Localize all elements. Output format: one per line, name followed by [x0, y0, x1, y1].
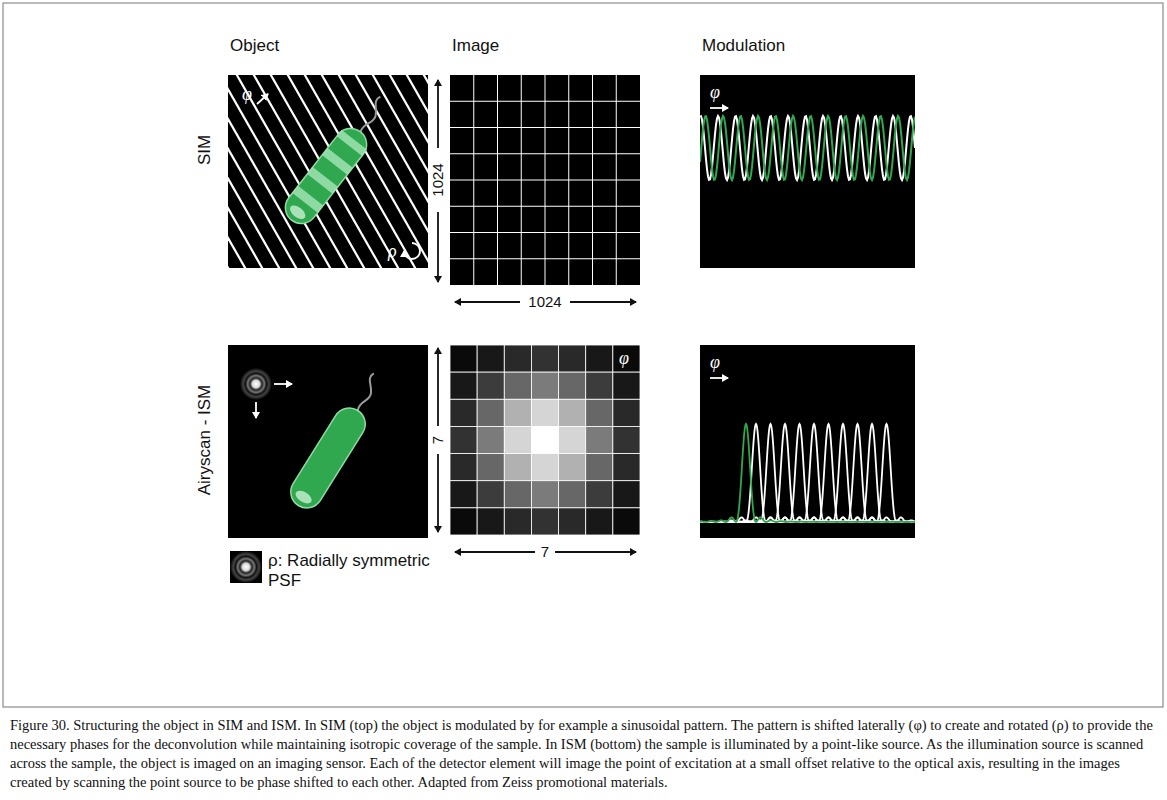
dimension-label: 1024 — [526, 293, 563, 310]
psf-profile — [700, 424, 915, 522]
pattern-stripe — [370, 75, 428, 268]
detector-pixel — [504, 399, 531, 426]
pattern-stripe — [285, 75, 405, 268]
psf-profile — [700, 424, 915, 522]
detector-pixel — [477, 454, 504, 481]
pixel-grid-line — [450, 258, 640, 259]
phase-symbol: φ — [242, 85, 252, 103]
dimension-label: 7 — [539, 543, 551, 560]
pattern-stripe — [404, 75, 428, 268]
row-label: SIM — [195, 133, 215, 167]
detector-pixel — [531, 508, 558, 535]
legend-note: ρ: Radially symmetric PSF — [268, 551, 438, 590]
pattern-stripe — [268, 75, 388, 268]
detector-pixel — [613, 426, 640, 453]
pattern-stripe — [387, 75, 428, 268]
psf-profile — [700, 424, 915, 522]
detector-pixel — [613, 508, 640, 535]
detector-pixel — [477, 345, 504, 372]
detector-pixel — [586, 372, 613, 399]
detector-grid: φ — [450, 345, 640, 535]
pattern-stripe — [251, 75, 371, 268]
pixel-grid-line — [592, 75, 593, 285]
detector-pixel — [586, 345, 613, 372]
psf-profile — [700, 424, 915, 522]
pixel-grid-line — [616, 75, 617, 285]
detector-pixel — [586, 481, 613, 508]
detector-pixel — [586, 399, 613, 426]
modulation-panel: φ — [700, 345, 915, 538]
detector-pixel — [504, 426, 531, 453]
pattern-stripe — [421, 75, 428, 268]
detector-pixel — [613, 372, 640, 399]
psf-profile — [700, 424, 915, 522]
phase-symbol: φ — [619, 349, 629, 367]
detector-pixel — [450, 345, 477, 372]
detector-pixel — [559, 481, 586, 508]
phase-symbol: φ — [710, 83, 720, 101]
detector-pixel — [586, 454, 613, 481]
detector-pixel — [559, 454, 586, 481]
modulation-panel: φ — [700, 75, 915, 268]
detector-pixel — [477, 372, 504, 399]
detector-pixel — [450, 454, 477, 481]
detector-pixel — [477, 508, 504, 535]
detector-pixel — [477, 399, 504, 426]
detector-pixel — [450, 372, 477, 399]
detector-pixel — [450, 508, 477, 535]
psf-profile — [700, 424, 915, 522]
psf-profile — [700, 424, 915, 522]
row-label: Airyscan - ISM — [195, 383, 215, 498]
psf-profile — [700, 424, 915, 522]
detector-pixel — [531, 399, 558, 426]
detector-pixel — [586, 508, 613, 535]
modulation-curve — [700, 116, 915, 180]
detector-pixel — [559, 372, 586, 399]
phase-symbol: ρ — [388, 242, 397, 260]
pixel-grid-line — [450, 232, 640, 233]
psf-profile — [700, 424, 915, 522]
detector-pixel — [531, 372, 558, 399]
detector-pixel — [477, 481, 504, 508]
pixel-grid-line — [568, 75, 569, 285]
psf-profile — [700, 424, 915, 522]
detector-pixel — [613, 399, 640, 426]
modulation-curve — [700, 116, 915, 180]
column-header: Object — [230, 36, 279, 56]
detector-pixel — [504, 454, 531, 481]
pixel-grid-line — [450, 180, 640, 181]
detector-pixel — [531, 481, 558, 508]
detector-pixel — [450, 481, 477, 508]
detector-pixel — [613, 345, 640, 372]
detector-pixel — [531, 426, 558, 453]
pixel-grid-line — [450, 206, 640, 207]
detector-pixel — [531, 345, 558, 372]
detector-pixel — [559, 426, 586, 453]
object-panel: φρ — [228, 75, 428, 268]
figure-caption: Figure 30. Structuring the object in SIM… — [10, 716, 1157, 793]
detector-pixel — [504, 372, 531, 399]
detector-pixel — [613, 454, 640, 481]
detector-pixel — [586, 426, 613, 453]
dimension-label: 7 — [429, 434, 446, 446]
detector-pixel — [531, 454, 558, 481]
detector-pixel — [504, 481, 531, 508]
detector-pixel — [477, 426, 504, 453]
detector-pixel — [450, 399, 477, 426]
psf-profile — [700, 424, 915, 522]
detector-pixel — [559, 399, 586, 426]
detector-pixel — [450, 426, 477, 453]
column-header: Image — [452, 36, 499, 56]
detector-pixel — [613, 481, 640, 508]
column-header: Modulation — [702, 36, 785, 56]
detector-pixel — [559, 345, 586, 372]
dimension-label: 1024 — [429, 161, 446, 198]
detector-pixel — [504, 345, 531, 372]
detector-pixel — [504, 508, 531, 535]
phase-symbol: φ — [710, 353, 720, 371]
detector-pixel — [559, 508, 586, 535]
